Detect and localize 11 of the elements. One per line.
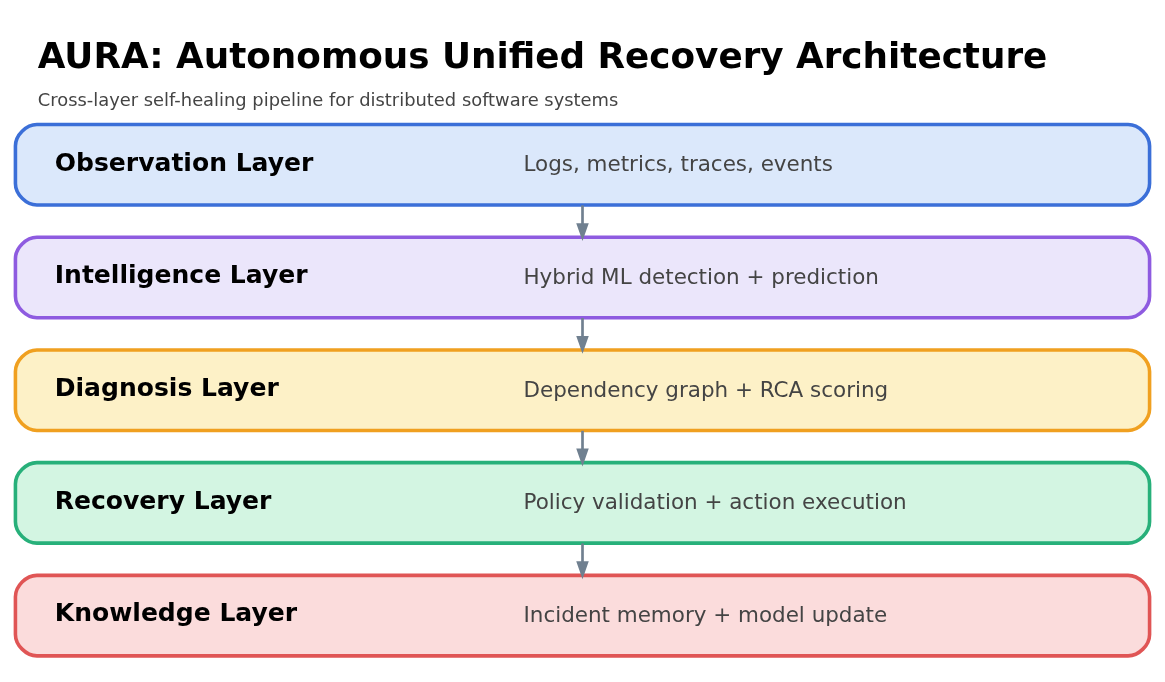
node-box: Recovery Layer Policy validation + action execution (13, 460, 1152, 545)
arrow (576, 205, 589, 242)
arrow (576, 430, 589, 467)
node-box: Diagnosis Layer Dependency graph + RCA scoring (13, 348, 1152, 433)
arrow (576, 543, 589, 580)
arrow (576, 318, 589, 354)
node-box: Knowledge Layer Incident memory + model update (13, 573, 1152, 658)
diagram-title: AURA: Autonomous Unified Recovery Architecture (37, 35, 1048, 77)
caption: Cross-layer self-healing pipeline for distributed software systems (37, 88, 619, 110)
node-box: Observation Layer Logs, metrics, traces, events (13, 122, 1152, 207)
node-box: Intelligence Layer Hybrid ML detection + prediction (13, 235, 1152, 320)
